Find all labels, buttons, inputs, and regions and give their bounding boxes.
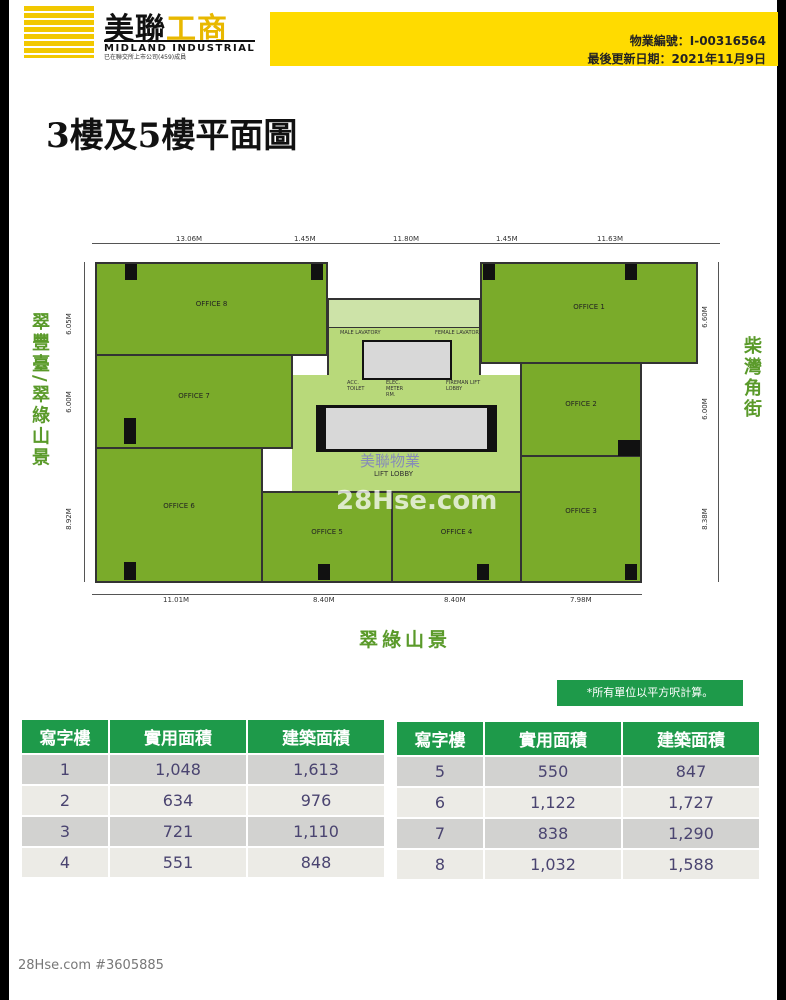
- street-left: 翠豐臺/翠綠山景: [29, 312, 50, 469]
- street-bottom: 翠綠山景: [359, 629, 452, 651]
- dim-top: 13.06M: [176, 235, 203, 243]
- dim-top: 1.45M: [294, 235, 316, 243]
- left-border: [0, 0, 9, 1000]
- watermark-cn: 美聯物業: [360, 452, 421, 470]
- office-2: OFFICE 2: [520, 362, 642, 457]
- fireman-lift-label: FIREMAN LIFT LOBBY: [446, 380, 481, 392]
- dim-right: 6.60M: [700, 306, 709, 328]
- dim-top: 11.80M: [393, 235, 420, 243]
- dim-left: 6.00M: [64, 391, 73, 413]
- dim-top: 1.45M: [496, 235, 518, 243]
- dim-bottom: 7.98M: [570, 596, 592, 604]
- footer-listing-id: 28Hse.com #3605885: [18, 958, 164, 973]
- dim-left: 8.92M: [64, 508, 73, 530]
- header-bar: [270, 12, 778, 66]
- last-updated: 最後更新日期：2021年11月9日: [587, 52, 766, 66]
- female-lavatory-label: FEMALE LAVATORY: [435, 330, 482, 336]
- dim-bottom: 8.40M: [444, 596, 466, 604]
- watermark-site: 28Hse.com: [336, 486, 498, 516]
- midland-logo-icon: [24, 6, 94, 58]
- male-lavatory-label: MALE LAVATORY: [340, 330, 381, 336]
- page-title: 3樓及5樓平面圖: [46, 116, 298, 156]
- dim-right: 8.38M: [700, 508, 709, 530]
- office-6: OFFICE 6: [95, 447, 263, 583]
- dim-right: 6.00M: [700, 398, 709, 420]
- floor-plan: 13.06M 1.45M 11.80M 1.45M 11.63M 11.01M …: [29, 235, 762, 651]
- dim-left: 6.05M: [64, 313, 73, 335]
- office-3: OFFICE 3: [520, 455, 642, 583]
- dim-top: 11.63M: [597, 235, 624, 243]
- unit-note: *所有單位以平方呎計算。: [557, 680, 743, 706]
- lift-lobby-label: LIFT LOBBY: [374, 470, 414, 478]
- street-right: 柴灣角街: [741, 336, 762, 420]
- logo-sub: 已在聯交所上市公司(459)成員: [104, 54, 187, 61]
- logo-en: MIDLAND INDUSTRIAL: [104, 40, 256, 54]
- acc-toilet-label: ACC. TOILET: [347, 380, 365, 392]
- right-border: [777, 0, 786, 1000]
- elec-meter-room-label: ELEC. METER RM.: [386, 380, 404, 398]
- office-1: OFFICE 1: [480, 262, 698, 364]
- office-4: OFFICE 4: [391, 491, 522, 583]
- property-number: 物業編號：I-00316564: [629, 34, 766, 48]
- dim-bottom: 8.40M: [313, 596, 335, 604]
- dim-bottom: 11.01M: [163, 596, 190, 604]
